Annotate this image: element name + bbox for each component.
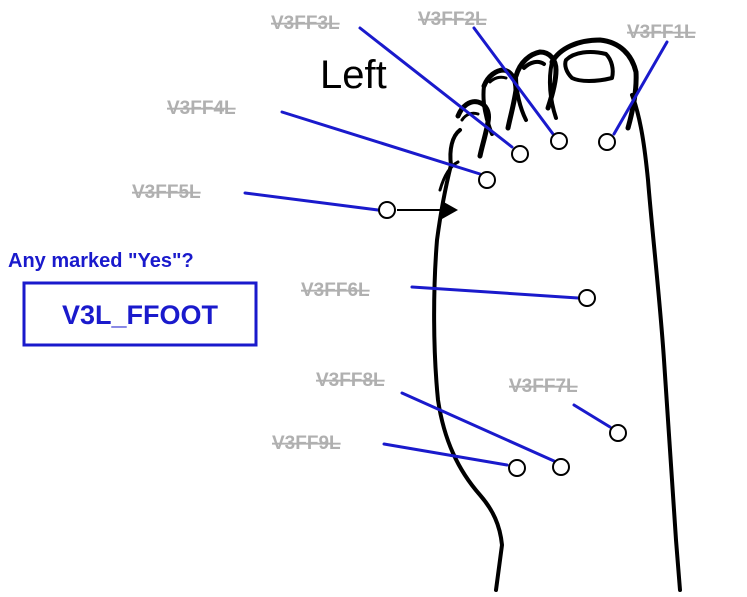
marker-v3ff9l[interactable] (509, 460, 525, 476)
marker-v3ff1l[interactable] (599, 134, 615, 150)
leader-line-v3ff7l (574, 405, 610, 427)
code-label-v3ff4l: V3FF4L (167, 98, 236, 119)
code-label-v3ff9l: V3FF9L (272, 433, 341, 454)
marker-v3ff4l[interactable] (479, 172, 495, 188)
marker-v3ff8l[interactable] (553, 459, 569, 475)
summary-variable-label: V3L_FFOOT (62, 300, 219, 330)
marker-v3ff5l[interactable] (379, 202, 395, 218)
leader-line-v3ff5l (245, 193, 378, 210)
code-label-v3ff5l: V3FF5L (132, 182, 201, 203)
code-label-v3ff7l: V3FF7L (509, 376, 578, 397)
marker-v3ff3l[interactable] (512, 146, 528, 162)
marker-v3ff2l[interactable] (551, 133, 567, 149)
summary-question: Any marked "Yes"? (8, 250, 194, 272)
code-label-v3ff2l: V3FF2L (418, 9, 487, 30)
marker-v3ff6l[interactable] (579, 290, 595, 306)
location-markers (379, 133, 626, 476)
code-label-v3ff8l: V3FF8L (316, 370, 385, 391)
leader-lines (245, 28, 667, 465)
foot-outline (434, 40, 680, 590)
pointer-arrow (397, 201, 458, 219)
leader-line-v3ff9l (384, 444, 507, 465)
code-label-v3ff3l: V3FF3L (271, 13, 340, 34)
code-label-v3ff1l: V3FF1L (627, 22, 696, 43)
marker-v3ff7l[interactable] (610, 425, 626, 441)
side-label: Left (320, 53, 387, 97)
leader-line-v3ff6l (412, 287, 578, 298)
code-label-v3ff6l: V3FF6L (301, 280, 370, 301)
